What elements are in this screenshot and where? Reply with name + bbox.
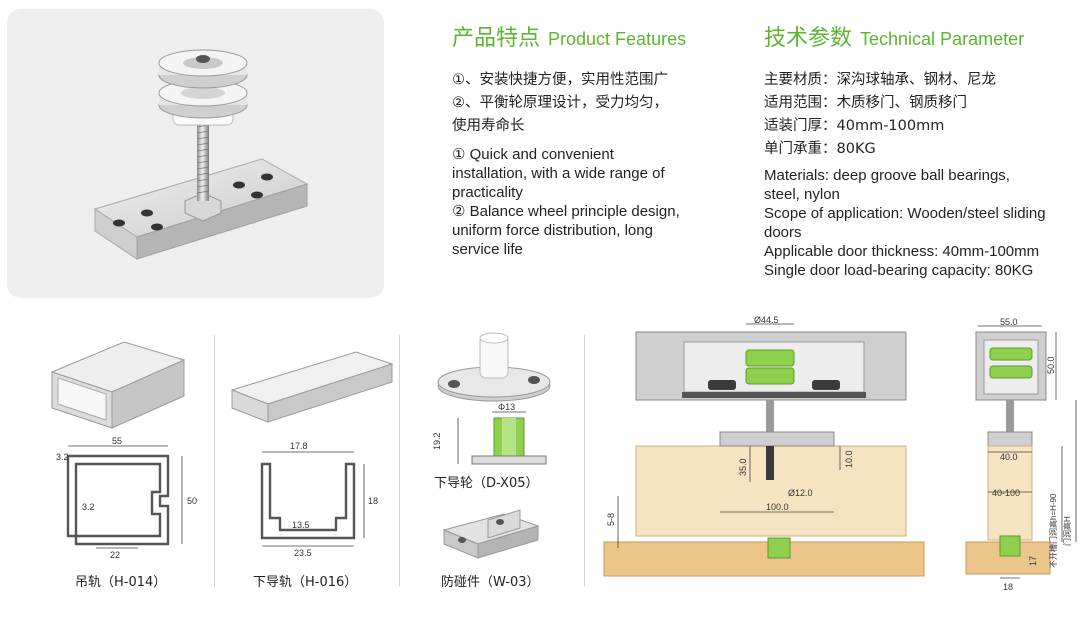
divider <box>399 335 400 587</box>
dim-label: 3.2 <box>82 502 95 512</box>
dim-label: Φ13 <box>498 402 515 412</box>
feature-en-line: practicality <box>452 184 523 201</box>
features-list-en: ① Quick and convenient installation, wit… <box>452 145 680 259</box>
product-photo-box <box>7 9 384 298</box>
params-list-en: Materials: deep groove ball bearings, st… <box>764 166 1046 280</box>
dim-label: 门洞高H <box>1062 516 1072 546</box>
h014-caption: 吊轨（H-014） <box>75 575 167 590</box>
param-cn-line: 单门承重：80KG <box>764 141 876 157</box>
param-en-line: Single door load-bearing capacity: 80KG <box>764 262 1034 279</box>
features-title-en: Product Features <box>548 29 687 49</box>
dim-label: 100.0 <box>766 502 789 512</box>
param-en-line: doors <box>764 224 802 241</box>
params-title-en: Technical Parameter <box>860 29 1025 49</box>
h014-profile-drawing: 55 3.2 50 3.2 22 <box>56 436 197 560</box>
dim-label: 50 <box>187 496 197 506</box>
roller-product-image <box>93 49 309 260</box>
h014-rail-image <box>50 341 186 429</box>
dim-label: 40.0 <box>1000 452 1018 462</box>
params-list-cn: 主要材质：深沟球轴承、钢材、尼龙 适用范围：木质移门、钢质移门 适装门厚：40m… <box>764 69 996 161</box>
feature-en-line: ① Quick and convenient <box>452 146 614 163</box>
divider <box>584 335 585 587</box>
dim-label: 17 <box>1028 556 1038 566</box>
w03-caption: 防碰件（W-03） <box>441 575 540 590</box>
dim-label: 5-8 <box>606 513 616 526</box>
dim-label: 23.5 <box>294 548 312 558</box>
dx05-drawing: Φ13 19.2 <box>432 402 547 465</box>
param-en-line: steel, nylon <box>764 186 840 203</box>
dim-label: 19.2 <box>432 432 442 450</box>
dx05-caption: 下导轮（D-X05） <box>434 476 539 491</box>
feature-en-line: uniform force distribution, long <box>452 222 653 239</box>
features-title-cn: 产品特点 <box>452 26 541 51</box>
feature-en-line: installation, with a wide range of <box>452 165 665 182</box>
dx05-guide-wheel-image <box>437 332 551 402</box>
h016-caption: 下导轨（H-016） <box>253 575 358 590</box>
feature-en-line: ② Balance wheel principle design, <box>452 203 680 220</box>
param-en-line: Scope of application: Wooden/steel slidi… <box>764 205 1046 222</box>
dim-label: 10.0 <box>844 450 854 468</box>
feature-cn-line: ②、平衡轮原理设计，受力均匀， <box>452 95 668 111</box>
features-list-cn: ①、安装快捷方便，实用性范围广 ②、平衡轮原理设计，受力均匀， 使用寿命长 <box>452 69 668 138</box>
dim-label: 55 <box>112 436 122 446</box>
feature-en-line: service life <box>452 241 523 258</box>
param-en-line: Materials: deep groove ball bearings, <box>764 167 1010 184</box>
dim-label: 18 <box>368 496 378 506</box>
divider <box>214 335 215 587</box>
dim-label: 17.8 <box>290 441 308 451</box>
h016-rail-image <box>230 351 394 423</box>
dim-label: 40-100 <box>992 488 1020 498</box>
param-cn-line: 适用范围：木质移门、钢质移门 <box>764 95 967 111</box>
param-cn-line: 主要材质：深沟球轴承、钢材、尼龙 <box>764 72 996 88</box>
features-title: 产品特点 Product Features <box>452 20 686 52</box>
param-cn-line: 适装门厚：40mm-100mm <box>764 118 945 134</box>
dim-label: 3.2 <box>56 452 69 462</box>
dim-label: 50.0 <box>1046 356 1056 374</box>
dim-label: 13.5 <box>292 520 310 530</box>
front-install-drawing: Ø44.5 35.0 10.0 Ø12.0 100.0 5-8 <box>603 316 925 577</box>
dim-label: 55.0 <box>1000 317 1018 327</box>
dim-label: Ø44.5 <box>754 316 779 325</box>
param-en-line: Applicable door thickness: 40mm-100mm <box>764 243 1040 260</box>
feature-cn-line: 使用寿命长 <box>452 118 525 134</box>
feature-cn-line: ①、安装快捷方便，实用性范围广 <box>452 72 668 88</box>
dim-label: 22 <box>110 550 120 560</box>
dim-label: Ø12.0 <box>788 488 813 498</box>
w03-bumper-image <box>442 509 540 559</box>
h016-profile-drawing: 17.8 18 13.5 23.5 <box>260 441 378 558</box>
params-title-cn: 技术参数 <box>764 26 853 51</box>
side-install-drawing: 55.0 50.0 40.0 40-100 18 17 不开槽门洞高h=H-90… <box>965 317 1077 592</box>
params-title: 技术参数 Technical Parameter <box>764 20 1024 52</box>
dim-label: 不开槽门洞高h=H-90 <box>1048 493 1058 568</box>
dim-label: 35.0 <box>738 458 748 476</box>
dim-label: 18 <box>1003 582 1013 592</box>
